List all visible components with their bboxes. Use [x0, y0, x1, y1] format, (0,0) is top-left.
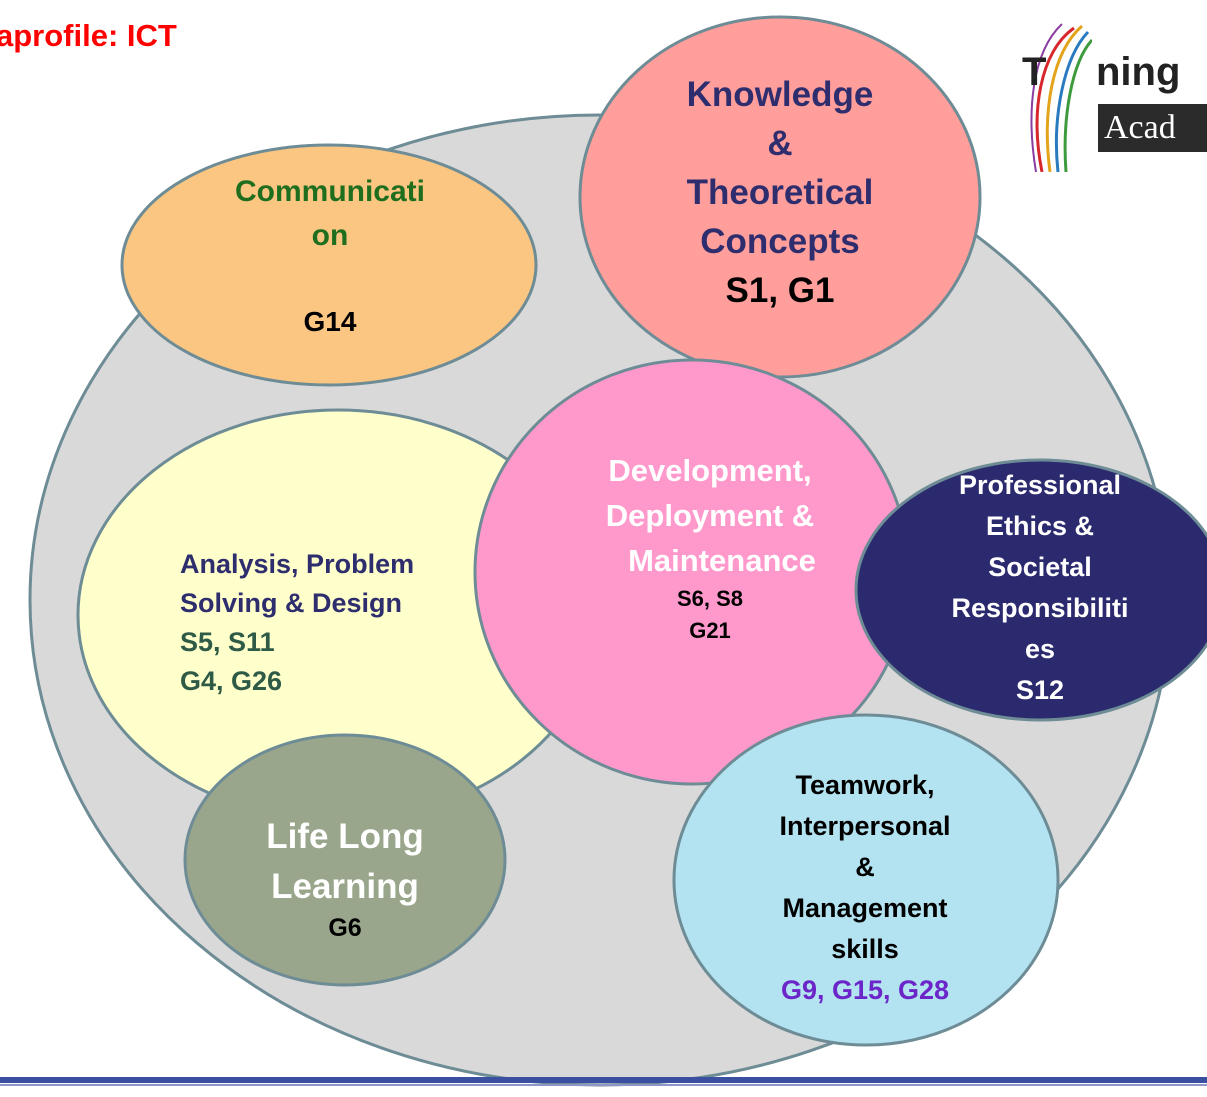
knowledge-title-line: Concepts [700, 222, 860, 261]
ethics-title-line: Societal [988, 552, 1092, 582]
analysis-codes-line: S5, S11 [180, 627, 275, 657]
teamwork-ellipse [672, 713, 1060, 1047]
ethics-title-line: Ethics & [985, 511, 1095, 541]
ethics-codes: S12 [1015, 675, 1065, 705]
lifelong-label: Life Long Learning G6 [195, 812, 495, 944]
analysis-codes-line: G4, G26 [180, 666, 283, 696]
communication-title-line: on [311, 219, 349, 252]
analysis-label: Analysis, Problem Solving & Design S5, S… [180, 545, 480, 701]
ethics-title-line: Responsibiliti [951, 593, 1129, 623]
ethics-label: Professional Ethics & Societal Responsib… [900, 465, 1180, 711]
lifelong-title-line: Learning [271, 867, 419, 906]
communication-codes: G14 [303, 306, 357, 337]
knowledge-title-line: Knowledge [686, 75, 874, 114]
logo-swirl-icon [1030, 23, 1092, 172]
communication-ellipse [120, 143, 538, 387]
development-title-line: Maintenance [628, 543, 816, 578]
knowledge-label: Knowledge & Theoretical Concepts S1, G1 [630, 70, 930, 315]
lifelong-codes: G6 [328, 914, 362, 942]
development-codes-line: G21 [689, 618, 731, 643]
knowledge-title-line: & [767, 124, 793, 163]
knowledge-codes: S1, G1 [725, 271, 835, 310]
teamwork-title-line: Management [782, 893, 948, 923]
teamwork-label: Teamwork, Interpersonal & Management ski… [715, 765, 1015, 1011]
lifelong-ellipse [183, 733, 507, 987]
communication-label: Communicati on G14 [180, 170, 480, 344]
ethics-ellipse [854, 458, 1207, 722]
tuning-logo: T ning Acad [1022, 22, 1207, 172]
analysis-title-line: Solving & Design [180, 588, 403, 618]
footer-rule [0, 1077, 1207, 1083]
page-title: aprofile: ICT [0, 18, 177, 53]
teamwork-title-line: skills [831, 934, 899, 964]
development-label: Development, Deployment & Maintenance S6… [560, 448, 860, 647]
ethics-title-line: Professional [958, 470, 1122, 500]
knowledge-title-line: Theoretical [686, 173, 874, 212]
footer-rule-thin [0, 1084, 1207, 1086]
teamwork-title-line: Teamwork, [795, 770, 935, 800]
analysis-title-line: Analysis, Problem [180, 549, 415, 579]
ethics-title-line: es [1024, 634, 1056, 664]
development-title-line: Development, [608, 453, 812, 488]
logo-text-right: ning [1096, 50, 1181, 94]
logo-subtext: Acad [1098, 104, 1207, 152]
development-title-line: Deployment & [605, 498, 815, 533]
communication-title-line: Communicati [234, 175, 426, 208]
lifelong-title-line: Life Long [266, 817, 424, 856]
logo-text-left: T [1022, 50, 1047, 94]
teamwork-title-line: & [855, 852, 875, 882]
teamwork-title-line: Interpersonal [779, 811, 951, 841]
development-codes-line: S6, S8 [676, 586, 744, 611]
teamwork-codes: G9, G15, G28 [780, 975, 950, 1005]
